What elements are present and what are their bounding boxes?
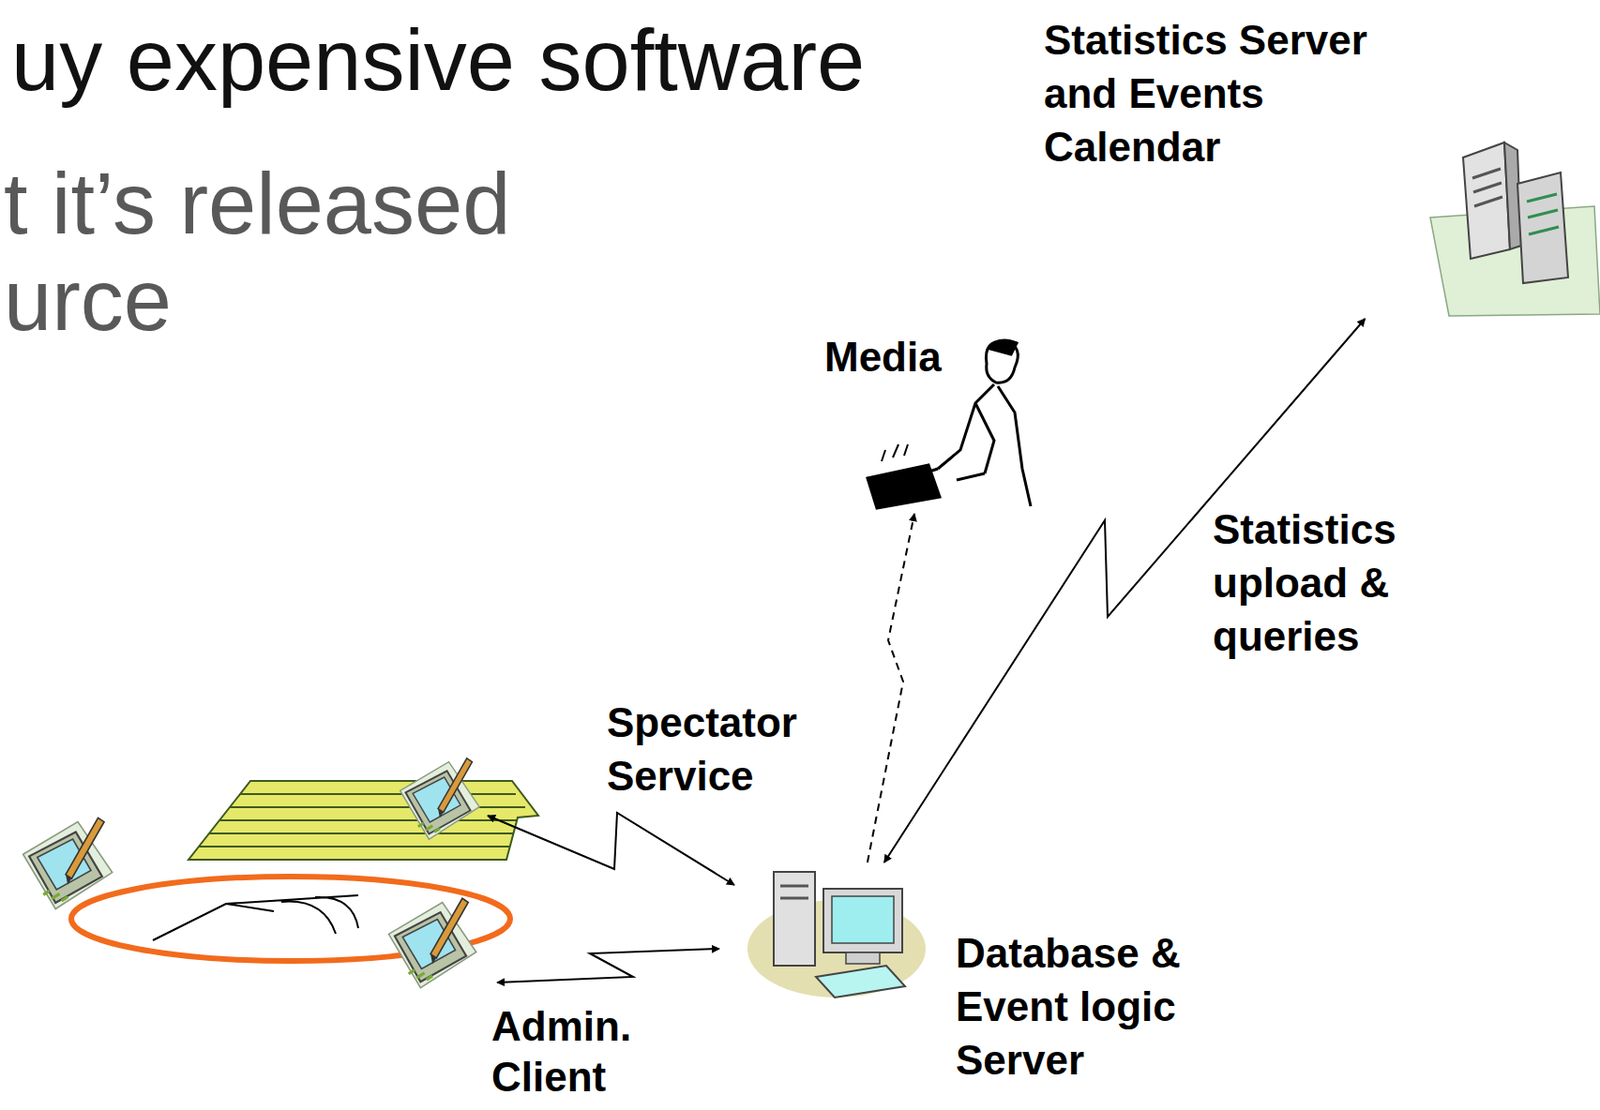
server-icon-part [1526, 194, 1559, 235]
server-icon-part [1517, 172, 1569, 284]
server-icon-part [1472, 168, 1503, 207]
handheld-devices-part [23, 817, 113, 909]
computer-icon-part [815, 966, 906, 998]
computer-icon [747, 872, 926, 998]
computer-icon-part [780, 886, 809, 899]
media-person-icon-part [985, 341, 1018, 383]
server-icon [1430, 142, 1600, 317]
computer-icon-part [845, 952, 880, 965]
media-person-icon-part [990, 340, 1017, 355]
media-node: Media [820, 328, 1037, 514]
handheld-devices [23, 758, 481, 989]
handheld-devices-part [400, 758, 480, 840]
server-node: Database & Event logic Server [745, 862, 1229, 1102]
slide-title: uy expensive software [11, 13, 1043, 108]
node-label: Statistics Server and Events Calendar [1043, 13, 1401, 174]
connector [867, 513, 915, 863]
link-label: Spectator Service [606, 695, 832, 803]
spectator-link [487, 813, 735, 886]
computer-icon-part [831, 896, 894, 944]
computer-icon-part [773, 872, 816, 967]
link-label: Statistics upload & queries [1212, 502, 1438, 664]
handheld-devices-part [388, 898, 476, 988]
link-label: Admin. Client [491, 1001, 656, 1103]
running-track-part [152, 895, 359, 941]
admin-link-part [497, 949, 720, 983]
server-icon-part [1463, 142, 1510, 259]
admin-link [497, 949, 720, 983]
node-label: Media [824, 330, 984, 384]
node-label: Database & Event logic Server [955, 926, 1219, 1087]
playing-field-part [188, 781, 539, 861]
spectator-link-part [487, 813, 735, 886]
playing-field [188, 781, 539, 861]
media-person-icon-part [867, 465, 940, 509]
computer-icon-part [823, 889, 903, 953]
media-person-icon-part [937, 384, 1031, 507]
server-node: Statistics Server and Events Calendar [1036, 9, 1595, 319]
media-person-icon-part [881, 444, 908, 462]
slide-bullet: t it’s released urce [3, 155, 567, 349]
